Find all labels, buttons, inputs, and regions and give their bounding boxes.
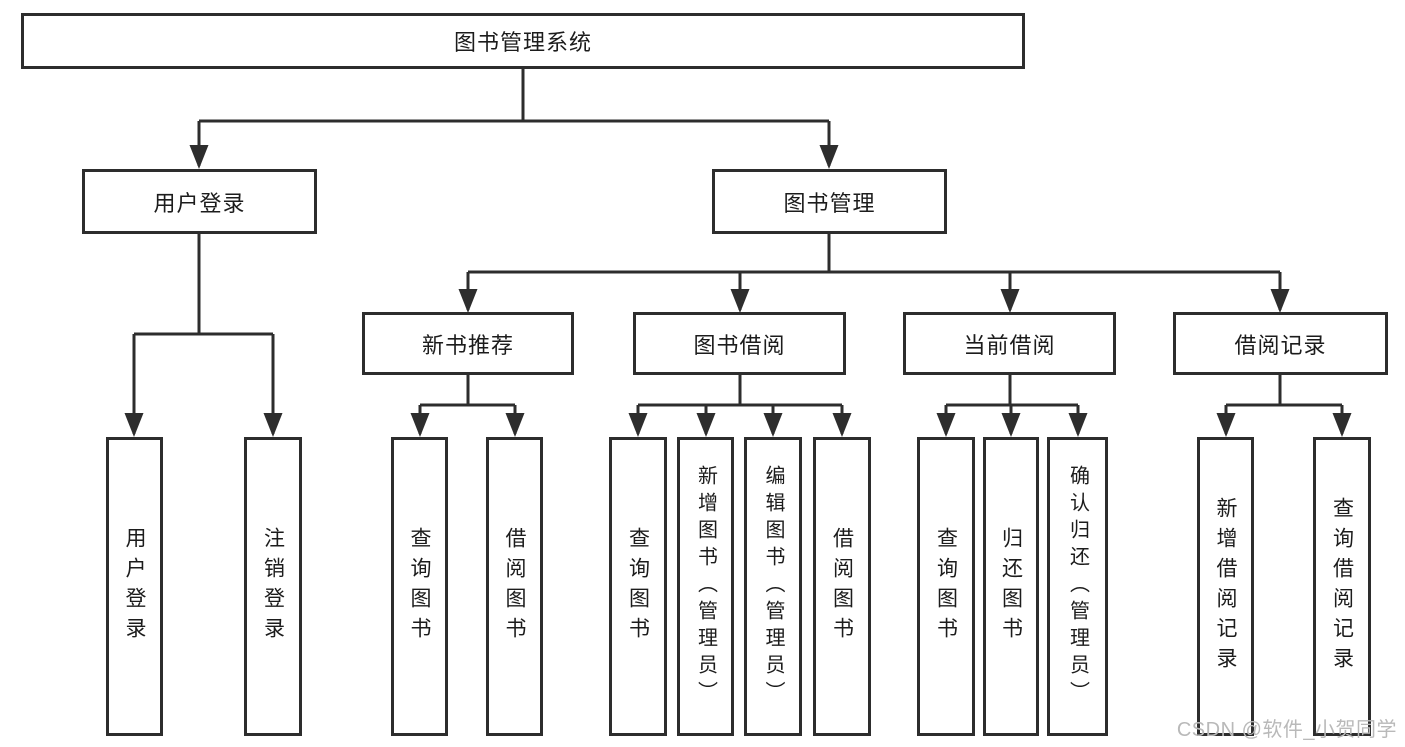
leaf-cb-confirm-return-admin: 确认归还（管理员） <box>1047 437 1108 736</box>
node-label: 图书借阅 <box>693 332 786 358</box>
node-label: 新增图书（管理员） <box>694 465 717 708</box>
leaf-bb-query-books: 查询图书 <box>609 437 667 736</box>
node-label: 图书管理 <box>783 190 876 216</box>
node-book-management: 图书管理 <box>712 169 947 234</box>
node-label: 用户登录 <box>123 526 146 647</box>
node-label: 查询图书 <box>934 526 958 647</box>
leaf-logout-login: 注销登录 <box>244 437 302 736</box>
leaf-br-add-record: 新增借阅记录 <box>1197 437 1254 736</box>
node-label: 当前借阅 <box>963 332 1056 358</box>
node-label: 编辑图书（管理员） <box>762 465 784 708</box>
csdn-watermark: CSDN @软件_小贺同学 <box>1176 719 1397 741</box>
leaf-br-query-record: 查询借阅记录 <box>1313 437 1371 736</box>
node-label: 注销登录 <box>261 526 285 647</box>
node-label: 图书管理系统 <box>453 30 592 55</box>
node-book-borrowing: 图书借阅 <box>633 312 846 375</box>
node-new-book-recommendation: 新书推荐 <box>362 312 574 375</box>
node-label: 用户登录 <box>153 190 246 216</box>
node-label: 确认归还（管理员） <box>1066 465 1089 708</box>
leaf-nb-query-books: 查询图书 <box>391 437 448 736</box>
node-library-management-system: 图书管理系统 <box>21 13 1025 69</box>
leaf-nb-borrow-books: 借阅图书 <box>486 437 543 736</box>
node-label: 查询图书 <box>626 526 650 647</box>
node-label: 借阅图书 <box>830 526 854 647</box>
leaf-cb-query-books: 查询图书 <box>917 437 975 736</box>
node-label: 借阅记录 <box>1234 332 1327 358</box>
node-current-borrowing: 当前借阅 <box>903 312 1116 375</box>
node-user-login: 用户登录 <box>82 169 317 234</box>
node-label: 查询借阅记录 <box>1330 496 1354 677</box>
connector-lines <box>132 68 1344 434</box>
arrowheads <box>124 145 1352 437</box>
leaf-user-login: 用户登录 <box>106 437 163 736</box>
node-label: 新书推荐 <box>421 332 514 358</box>
node-label: 查询图书 <box>408 526 431 647</box>
leaf-bb-borrow-books: 借阅图书 <box>813 437 871 736</box>
leaf-cb-return-books: 归还图书 <box>983 437 1039 736</box>
leaf-bb-edit-books-admin: 编辑图书（管理员） <box>744 437 802 736</box>
node-borrowing-records: 借阅记录 <box>1173 312 1388 375</box>
leaf-bb-add-books-admin: 新增图书（管理员） <box>677 437 734 736</box>
node-label: 新增借阅记录 <box>1214 496 1237 677</box>
node-label: 借阅图书 <box>503 526 526 647</box>
node-label: 归还图书 <box>999 526 1023 647</box>
